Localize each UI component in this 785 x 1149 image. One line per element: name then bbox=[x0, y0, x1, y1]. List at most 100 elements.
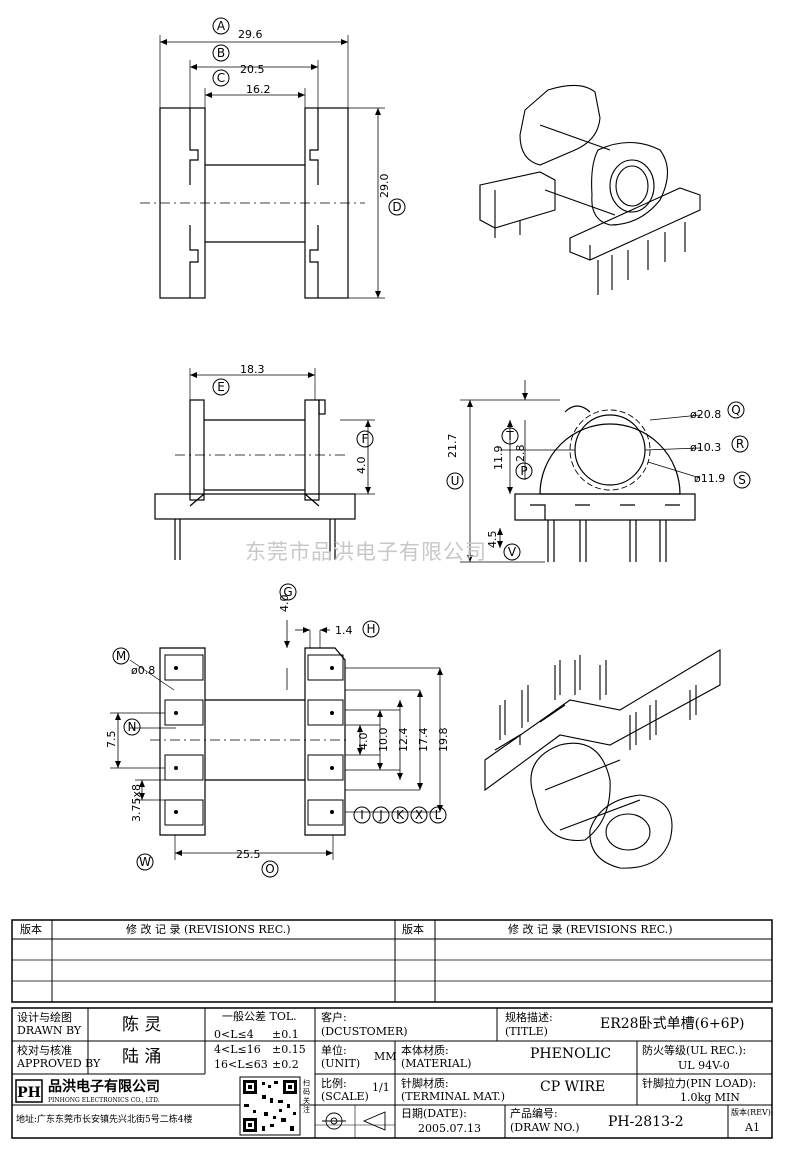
dim-m: ø0.8 bbox=[131, 664, 155, 677]
dim-d: 29.0 bbox=[378, 174, 391, 199]
svg-text:B: B bbox=[217, 46, 225, 60]
callout-b: B bbox=[212, 44, 230, 62]
dim-a: 29.6 bbox=[238, 28, 263, 41]
callout-l: L bbox=[429, 806, 447, 824]
dimension-labels: 29.6 20.5 16.2 29.0 18.3 4.0 21.7 11.9 2… bbox=[105, 28, 725, 861]
callout-e: E bbox=[212, 378, 230, 396]
callout-v: V bbox=[503, 543, 521, 561]
dim-q: ø20.8 bbox=[690, 408, 721, 421]
drawn-by-name: 陈 灵 bbox=[122, 1015, 162, 1035]
dim-k: 12.4 bbox=[397, 728, 410, 753]
approved-by-label: 校对与核准 bbox=[17, 1044, 72, 1057]
svg-text:H: H bbox=[366, 622, 375, 636]
customer-label: 客户: bbox=[321, 1011, 347, 1024]
revision-value: A1 bbox=[745, 1121, 760, 1134]
callout-i: I bbox=[353, 806, 371, 824]
dim-e: 18.3 bbox=[240, 363, 265, 376]
title-block-grid bbox=[11, 1007, 773, 1139]
tol-value-2: ±0.15 bbox=[272, 1043, 306, 1056]
tolerance-title: 一般公差 TOL. bbox=[222, 1010, 297, 1023]
company-logo: PH bbox=[15, 1079, 43, 1103]
pin-load-label: 针脚拉力(PIN LOAD): bbox=[642, 1077, 757, 1090]
svg-text:A: A bbox=[217, 19, 226, 33]
svg-text:R: R bbox=[736, 437, 744, 451]
tol-range-2: 4<L≤16 bbox=[214, 1043, 261, 1056]
title-label: 规格描述: bbox=[505, 1011, 553, 1024]
callout-u: U bbox=[446, 472, 464, 490]
svg-text:V: V bbox=[508, 545, 517, 559]
company-address: 地址:广东东莞市长安镇先兴北街5号二栋4楼 bbox=[16, 1115, 193, 1125]
scale-value: 1/1 bbox=[372, 1081, 390, 1094]
svg-text:I: I bbox=[360, 808, 364, 822]
date-value: 2005.07.13 bbox=[418, 1122, 481, 1135]
dim-l: 19.8 bbox=[437, 728, 450, 753]
callout-r: R bbox=[731, 435, 749, 453]
qr-code bbox=[239, 1076, 301, 1136]
qr-caption: 扫码关注 bbox=[303, 1079, 310, 1114]
side-view bbox=[460, 380, 701, 563]
drawn-by-label: 设计与绘图 bbox=[17, 1011, 72, 1024]
dim-g: 4.0 bbox=[278, 595, 291, 613]
unit-label: 单位: bbox=[321, 1044, 347, 1057]
callout-p: P bbox=[515, 462, 533, 480]
dim-u: 21.7 bbox=[446, 434, 459, 459]
svg-text:C: C bbox=[217, 71, 225, 85]
bottom-view bbox=[110, 620, 443, 860]
svg-text:W: W bbox=[139, 855, 151, 869]
rev-header-version-1: 版本 bbox=[20, 923, 42, 936]
third-angle-projection-symbol bbox=[322, 1111, 386, 1131]
tol-value-1: ±0.1 bbox=[272, 1028, 299, 1041]
approved-by-label-en: APPROVED BY bbox=[17, 1057, 101, 1070]
draw-no-value: PH-2813-2 bbox=[608, 1114, 684, 1130]
terminal-label-en: (TERMINAL MAT.) bbox=[401, 1090, 506, 1103]
callout-q: Q bbox=[727, 401, 745, 419]
material-label-en: (MATERIAL) bbox=[401, 1057, 472, 1070]
callout-a: A bbox=[212, 17, 230, 35]
svg-text:T: T bbox=[505, 429, 514, 443]
revision-label: 版本(REV): bbox=[731, 1108, 774, 1117]
callout-k: K bbox=[391, 806, 409, 824]
svg-text:Q: Q bbox=[731, 403, 740, 417]
isometric-view-bottom bbox=[484, 649, 721, 869]
front-view bbox=[154, 368, 375, 560]
drawn-by-label-en: DRAWN BY bbox=[17, 1024, 82, 1037]
date-label: 日期(DATE): bbox=[401, 1107, 467, 1120]
approved-by-name: 陆 涌 bbox=[122, 1047, 162, 1067]
terminal-label: 针脚材质: bbox=[401, 1077, 449, 1090]
svg-text:L: L bbox=[435, 808, 442, 822]
svg-text:M: M bbox=[116, 649, 126, 663]
dim-n: 7.5 bbox=[105, 731, 118, 749]
svg-text:G: G bbox=[283, 585, 292, 599]
svg-text:P: P bbox=[520, 464, 527, 478]
dim-j: 10.0 bbox=[377, 728, 390, 753]
dim-i: 4.0 bbox=[357, 733, 370, 751]
title-label-en: (TITLE) bbox=[505, 1025, 548, 1038]
unit-label-en: (UNIT) bbox=[321, 1057, 361, 1070]
product-title: ER28卧式单槽(6+6P) bbox=[600, 1016, 745, 1032]
svg-text:X: X bbox=[415, 808, 423, 822]
dim-x: 17.4 bbox=[417, 728, 430, 753]
scale-label: 比例: bbox=[321, 1077, 347, 1090]
unit-value: MM bbox=[374, 1050, 397, 1063]
top-view bbox=[140, 35, 385, 299]
callout-f: F bbox=[356, 430, 374, 448]
callout-o: O bbox=[261, 860, 279, 878]
terminal-value: CP WIRE bbox=[540, 1079, 606, 1095]
callout-d: D bbox=[388, 198, 406, 216]
dim-c: 16.2 bbox=[246, 83, 271, 96]
svg-text:F: F bbox=[362, 432, 369, 446]
callout-c: C bbox=[212, 69, 230, 87]
pin-load-value: 1.0kg MIN bbox=[680, 1091, 740, 1104]
callout-s: S bbox=[733, 471, 751, 489]
svg-text:E: E bbox=[217, 380, 225, 394]
callout-m: M bbox=[112, 647, 130, 665]
dim-f: 4.0 bbox=[355, 457, 368, 475]
customer-label-en: (DCUSTOMER) bbox=[321, 1025, 408, 1038]
callout-n: N bbox=[123, 718, 141, 736]
draw-no-label: 产品编号: bbox=[510, 1107, 558, 1120]
svg-text:N: N bbox=[128, 720, 137, 734]
dim-b: 20.5 bbox=[240, 63, 265, 76]
rev-header-version-2: 版本 bbox=[402, 923, 424, 936]
